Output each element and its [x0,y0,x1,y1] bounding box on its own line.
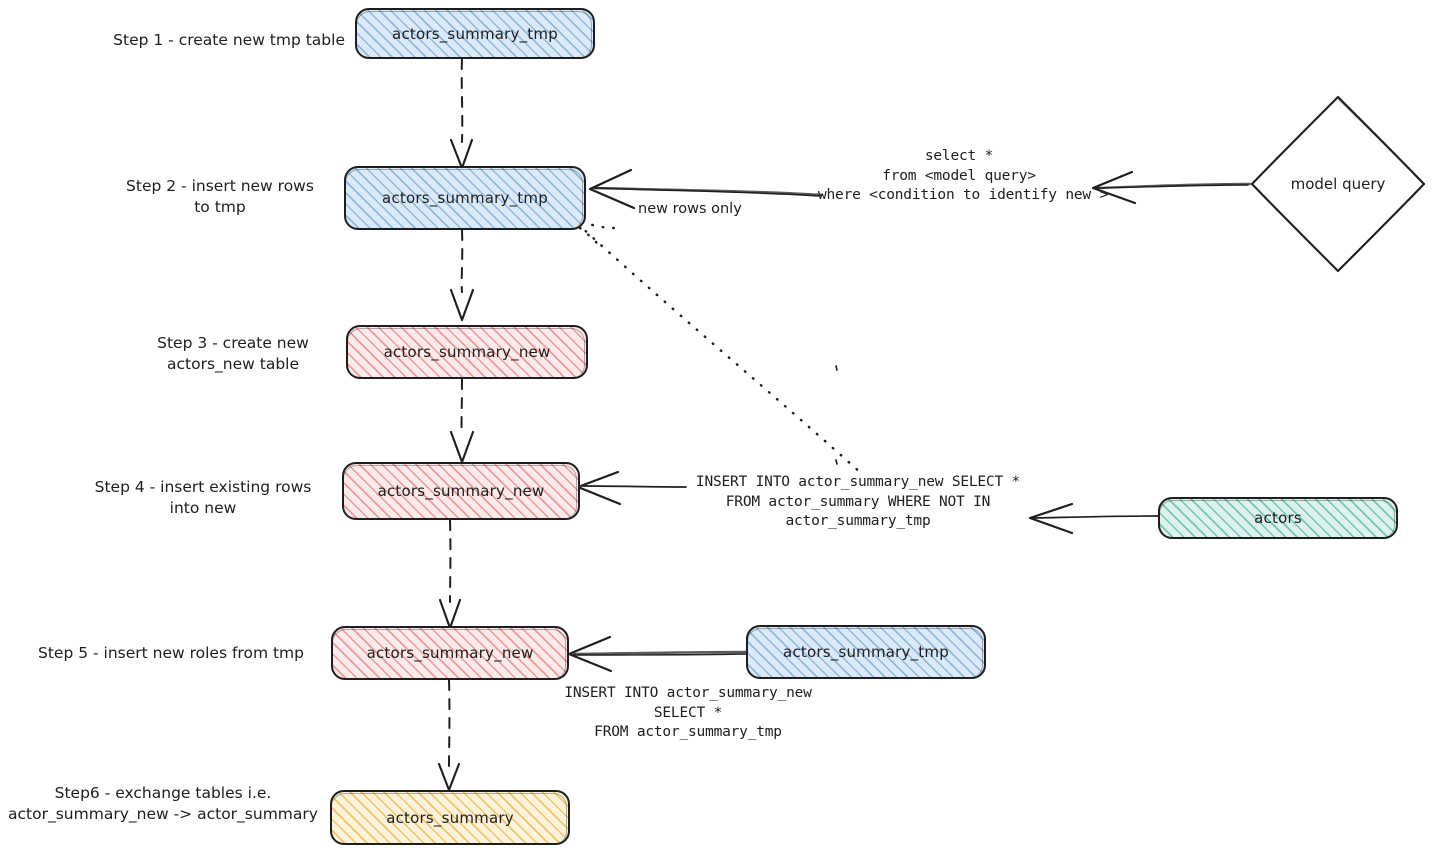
annotation-insert-new-roles-sql: INSERT INTO actor_summary_new SELECT * F… [564,685,812,741]
diamond-shape [1250,95,1426,273]
node-tmp-step2-label: actors_summary_tmp [382,189,548,207]
node-model-query[interactable]: model query [1248,93,1428,275]
node-actors[interactable]: actors [1158,497,1398,539]
annotation-model-query-sql: select * from <model query> where <condi… [818,148,1109,204]
step-label-2: Step 2 - insert new rows to tmp [126,177,314,216]
arrow-actors-to-insert-sql [1028,502,1159,535]
node-actors-label: actors [1254,509,1302,527]
arrow-step2-to-step3 [449,229,475,322]
annotation-new-rows-only: new rows only [638,201,742,217]
node-new-step3[interactable]: actors_summary_new [346,325,588,379]
node-tmp-step5-label: actors_summary_tmp [783,643,949,661]
annotation-insert-existing-sql: INSERT INTO actor_summary_new SELECT * F… [695,474,1021,530]
node-tmp-step1-label: actors_summary_tmp [392,24,558,43]
step-label-6: Step6 - exchange tables i.e. actor_summa… [8,784,318,823]
step-label-3: Step 3 - create new actors_new table [157,334,309,373]
node-tmp-step1[interactable]: actors_summary_tmp [355,8,595,59]
node-tmp-step2[interactable]: actors_summary_tmp [344,166,586,230]
arrow-insert-existing-to-new [576,470,687,506]
arrow-step1-to-step2 [449,58,474,170]
node-new-step3-label: actors_summary_new [383,343,551,361]
node-tmp-step5[interactable]: actors_summary_tmp [746,625,986,679]
step-label-5: Step 5 - insert new roles from tmp [38,644,304,662]
arrow-tmp-to-new-step5 [567,635,750,673]
step-label-1: Step 1 - create new tmp table [113,31,345,49]
node-new-step5[interactable]: actors_summary_new [331,626,569,680]
node-actors-summary[interactable]: actors_summary [330,790,570,845]
node-model-query-label: model query [1290,175,1386,193]
arrow-modelquery-to-sql [1091,170,1252,205]
step-label-4: Step 4 - insert existing rows into new [94,478,312,517]
arrow-step3-to-step4 [449,378,475,464]
arrow-step5-to-step6 [437,679,461,792]
node-new-step5-label: actors_summary_new [366,644,534,662]
node-actors-summary-label: actors_summary [386,808,514,827]
node-new-step4[interactable]: actors_summary_new [342,462,580,520]
arrow-step4-to-step5 [438,519,462,630]
dotted-link-tmp-to-insert-sql [576,220,864,476]
stray-marks [835,365,838,465]
node-new-step4-label: actors_summary_new [377,482,545,500]
